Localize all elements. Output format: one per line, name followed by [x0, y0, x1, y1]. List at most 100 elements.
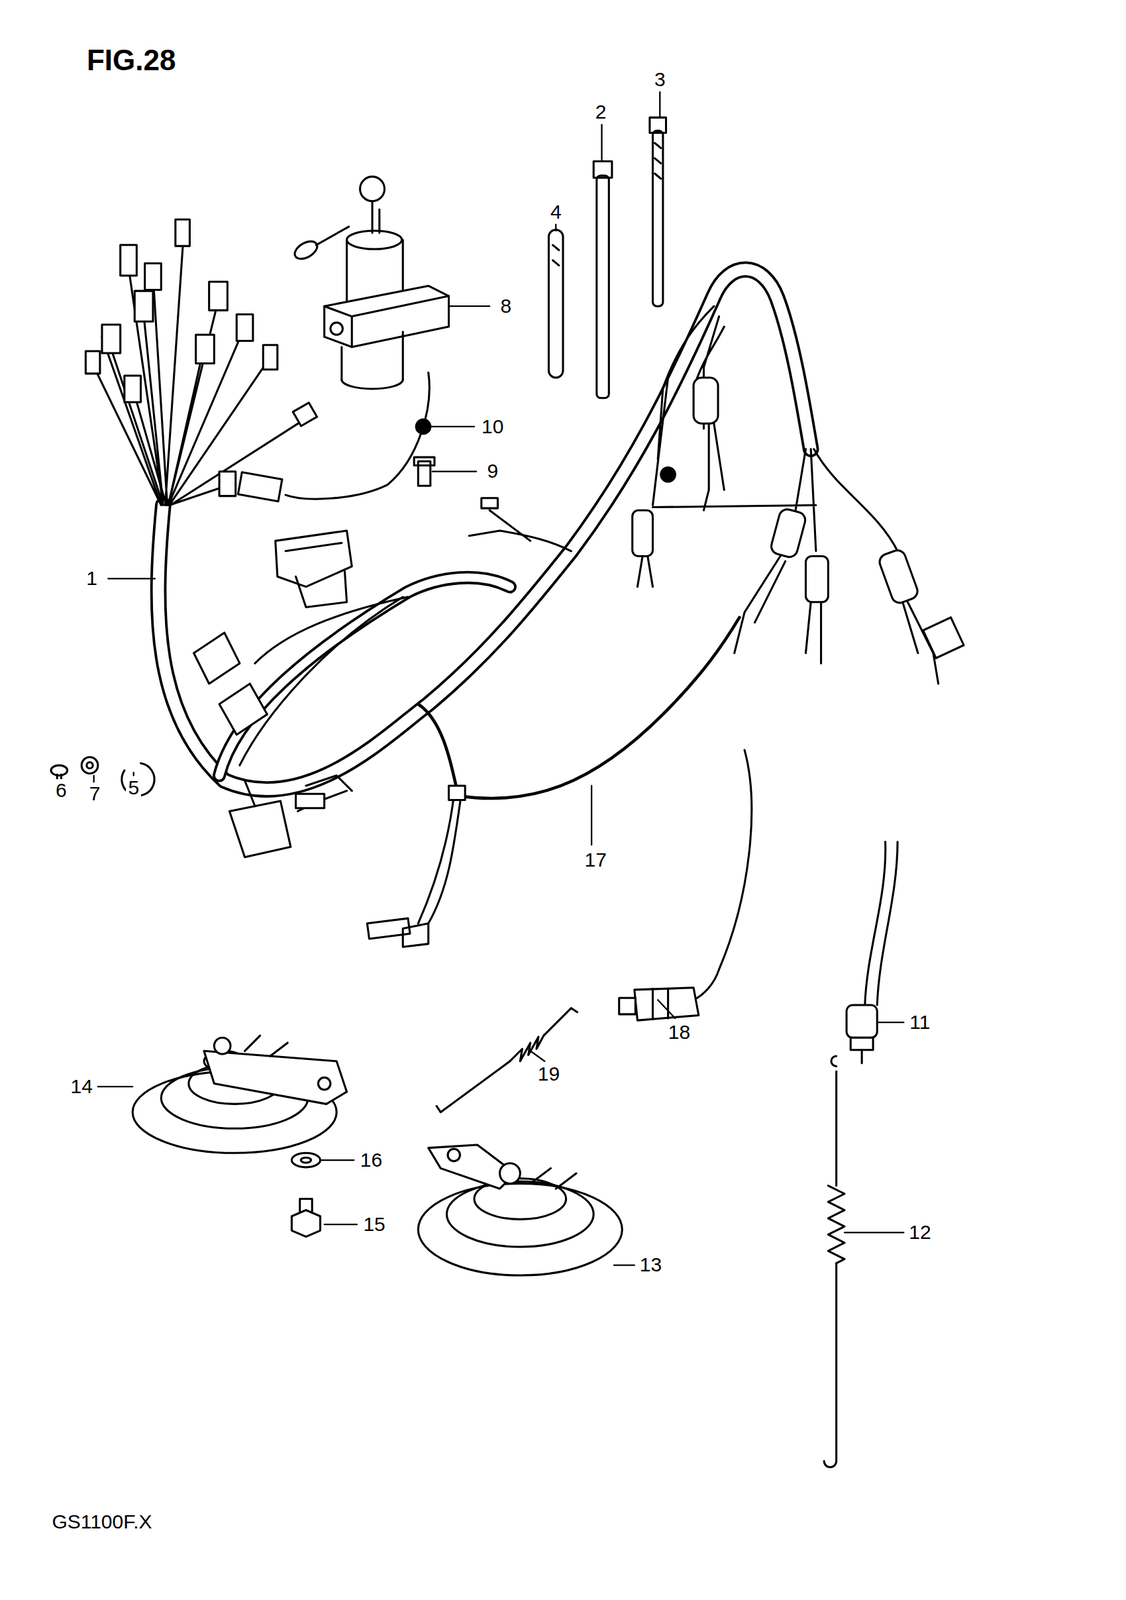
wiring-harness: [158, 269, 811, 790]
callout-number: 18: [666, 1020, 693, 1044]
wiring-harness: [661, 467, 676, 483]
horn: [446, 1180, 594, 1247]
horn: [132, 1035, 347, 1153]
horn: [447, 1148, 460, 1161]
leader-lines: [430, 425, 475, 428]
stop-switch: [619, 749, 752, 1021]
ignition-switch: [324, 285, 450, 347]
horn: [417, 1182, 622, 1276]
stop-switch: [693, 749, 752, 1000]
wiring-harness: [194, 632, 240, 684]
ignition-switch: [237, 176, 449, 502]
stop-switch: [653, 988, 669, 1019]
small-parts: [413, 457, 435, 465]
wiring-harness: [196, 334, 215, 363]
wiring-harness: [219, 471, 236, 497]
wiring-harness: [158, 269, 811, 790]
wiring-harness: [296, 793, 325, 809]
wiring-harness: [175, 219, 191, 246]
horn: [204, 1050, 348, 1104]
ignition-switch: [360, 176, 385, 202]
leader-lines: [530, 1050, 546, 1061]
cable-ties: [548, 229, 563, 378]
wiring-harness: [468, 510, 571, 552]
wiring-harness: [734, 555, 939, 683]
wiring-harness: [923, 617, 964, 658]
wiring-harness: [209, 281, 228, 310]
cable-ties: [553, 245, 560, 266]
wiring-harness: [275, 530, 352, 587]
wiring-harness: [85, 351, 101, 374]
wiring-harness: [134, 290, 154, 322]
spring: [823, 1071, 836, 1467]
wiring-harness: [805, 555, 828, 602]
ignition-switch: [237, 472, 283, 502]
callout-number: 12: [906, 1220, 933, 1244]
washer-and-bolt: [300, 1157, 311, 1163]
callout-number: 7: [87, 782, 103, 805]
horn: [213, 1037, 231, 1054]
wiring-harness: [120, 245, 138, 276]
callout-number: 2: [593, 100, 609, 124]
leader-lines: [432, 470, 477, 473]
stop-switch: [634, 987, 699, 1021]
small-parts: [86, 762, 93, 769]
brake-switch: [846, 1004, 877, 1038]
brake-switch: [865, 841, 898, 1005]
leader-lines: [659, 92, 661, 117]
ignition-switch: [324, 296, 450, 348]
ignition-switch: [341, 331, 403, 380]
spring: [823, 1055, 845, 1468]
callout-number: 9: [484, 459, 501, 483]
cable-ties: [653, 130, 664, 307]
wiring-harness: [637, 377, 724, 587]
leader-lines: [321, 1159, 354, 1161]
wiring-harness: [632, 510, 654, 556]
leader-lines: [844, 1231, 904, 1233]
callout-number: 17: [582, 848, 609, 871]
leader-lines: [600, 124, 603, 161]
ignition-switch: [372, 201, 380, 234]
ignition-switch: [330, 322, 343, 335]
spring: [436, 1008, 578, 1113]
model-code: GS1100F.X: [49, 1510, 154, 1533]
callout-number: 10: [479, 415, 506, 438]
wiring-harness: [449, 785, 466, 801]
cable-ties: [655, 143, 662, 179]
horn: [530, 1167, 577, 1189]
wiring-harness: [229, 800, 291, 858]
wiring-harness: [85, 219, 964, 947]
wiring-harness: [219, 577, 511, 776]
leader-lines: [876, 1021, 904, 1023]
cable-ties: [596, 175, 609, 399]
wiring-harness: [102, 324, 121, 354]
wiring-harness: [285, 542, 347, 607]
leader-lines: [98, 1085, 133, 1087]
leader-lines: [590, 785, 593, 845]
callout-number: 4: [548, 200, 564, 224]
wiring-harness: [262, 345, 278, 370]
washer-and-bolt: [291, 1152, 320, 1168]
wiring-harness: [292, 402, 317, 426]
callout-number: 1: [84, 566, 100, 590]
wiring-harness: [124, 375, 142, 403]
wiring-harness: [481, 498, 499, 509]
brake-switch: [850, 1037, 873, 1050]
wiring-harness: [769, 507, 808, 559]
ignition-switch: [341, 379, 403, 389]
callout-number: 6: [53, 778, 69, 802]
callout-number: 3: [652, 68, 668, 91]
wiring-harness: [417, 795, 461, 923]
spring: [440, 1008, 577, 1113]
wiring-harness: [145, 263, 162, 291]
small-parts: [51, 419, 435, 796]
wiring-harness: [306, 775, 352, 791]
ignition-switch: [292, 237, 321, 263]
washer-and-bolt: [291, 1152, 320, 1236]
callout-number: 5: [125, 776, 142, 799]
wiring-harness: [236, 314, 254, 342]
horn: [245, 1035, 289, 1056]
callout-number: 8: [498, 294, 514, 318]
spring: [436, 1105, 441, 1112]
